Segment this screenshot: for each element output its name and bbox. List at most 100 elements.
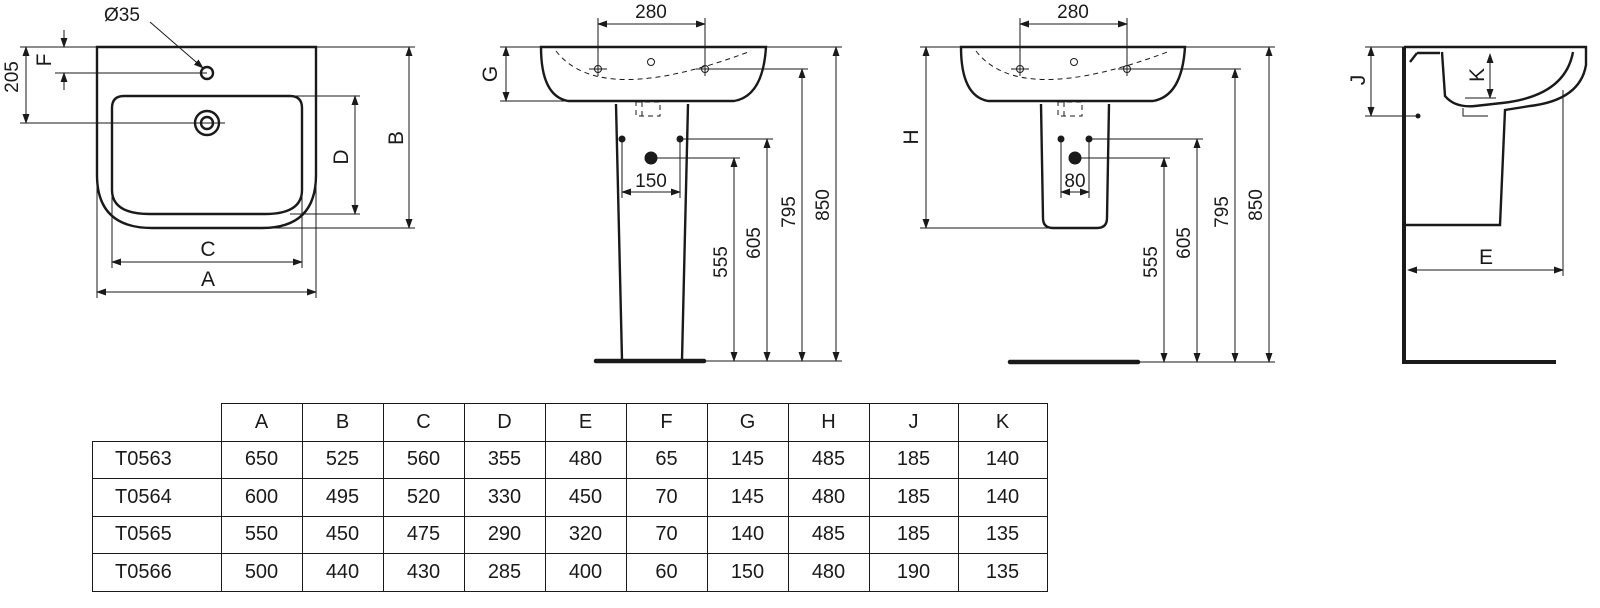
- value-cell: 485: [787, 440, 870, 479]
- table-row: T0563 650 525 560 355 480 65 145 485 185…: [92, 440, 1048, 479]
- dim-a-label: A: [201, 268, 215, 291]
- pedestal-850-label: 850: [813, 189, 834, 221]
- value-cell: 485: [787, 515, 870, 554]
- waste-trap: [635, 101, 661, 117]
- value-cell: 150: [706, 553, 789, 592]
- dim-f-label: F: [33, 54, 56, 67]
- side-drain: [1462, 108, 1488, 117]
- value-cell: 430: [382, 553, 465, 592]
- basin-outline: [95, 45, 318, 230]
- side-basin: [1404, 45, 1588, 227]
- value-cell: 495: [301, 478, 384, 517]
- semi-795-label: 795: [1212, 196, 1233, 228]
- value-cell: 550: [220, 515, 303, 554]
- pedestal-795-label: 795: [779, 196, 800, 228]
- semi-280-label: 280: [1057, 2, 1089, 23]
- side-view: J K E: [1347, 45, 1588, 364]
- side-overflow: [1409, 51, 1440, 63]
- model-cell: T0563: [92, 440, 222, 479]
- table-row: T0565 550 450 475 290 320 70 140 485 185…: [92, 515, 1048, 554]
- value-cell: 560: [382, 440, 465, 479]
- side-bowl: [1440, 51, 1575, 108]
- table-row: T0564 600 495 520 330 450 70 145 480 185…: [92, 478, 1048, 517]
- value-cell: 480: [787, 478, 870, 517]
- value-cell: 520: [382, 478, 465, 517]
- value-cell: 450: [544, 478, 627, 517]
- pedestal-150-label: 150: [635, 171, 667, 192]
- pedestal-column: [614, 103, 690, 361]
- dim-205-label: 205: [2, 61, 23, 93]
- value-cell: 400: [544, 553, 627, 592]
- column-header: K: [957, 403, 1048, 442]
- value-cell: 135: [957, 515, 1048, 554]
- value-cell: 70: [625, 478, 708, 517]
- side-j-label: J: [1347, 75, 1370, 86]
- value-cell: 285: [463, 553, 546, 592]
- value-cell: 135: [957, 553, 1048, 592]
- pedestal-555-label: 555: [711, 246, 732, 278]
- semi-80-label: 80: [1064, 171, 1085, 192]
- dimensions-table: A B C D E F G H J K T0563 650 525 560 35…: [92, 403, 1048, 592]
- semi-pedestal: [1039, 103, 1111, 230]
- value-cell: 480: [544, 440, 627, 479]
- pedestal-bowl-hidden: [555, 50, 752, 80]
- value-cell: 600: [220, 478, 303, 517]
- value-cell: 475: [382, 515, 465, 554]
- value-cell: 480: [787, 553, 870, 592]
- dim-c-label: C: [200, 238, 215, 261]
- value-cell: 145: [706, 440, 789, 479]
- front-view: Ø35 205 F C A D B: [2, 5, 415, 298]
- side-e-label: E: [1479, 246, 1493, 269]
- model-cell: T0566: [92, 553, 222, 592]
- table-header-row: A B C D E F G H J K: [92, 403, 1048, 442]
- value-cell: 355: [463, 440, 546, 479]
- value-cell: 185: [868, 478, 959, 517]
- column-header: C: [382, 403, 465, 442]
- value-cell: 330: [463, 478, 546, 517]
- value-cell: 140: [957, 440, 1048, 479]
- pedestal-view: 280 G 150 555 605 795 850: [479, 2, 842, 364]
- semi-pedestal-view: 280 H 80 555 605 795 850: [900, 2, 1275, 365]
- pedestal-g-label: G: [479, 66, 502, 82]
- semi-basin: [959, 45, 1187, 103]
- value-cell: 320: [544, 515, 627, 554]
- table-corner: [92, 403, 222, 442]
- semi-waste-trap: [1057, 101, 1083, 117]
- pedestal-280-label: 280: [635, 2, 667, 23]
- column-header: A: [220, 403, 303, 442]
- value-cell: 140: [706, 515, 789, 554]
- dim-b-label: B: [385, 131, 408, 145]
- value-cell: 650: [220, 440, 303, 479]
- value-cell: 440: [301, 553, 384, 592]
- column-header: F: [625, 403, 708, 442]
- semi-605-label: 605: [1174, 227, 1195, 259]
- semi-h-label: H: [900, 129, 923, 144]
- value-cell: 450: [301, 515, 384, 554]
- value-cell: 525: [301, 440, 384, 479]
- column-header: D: [463, 403, 546, 442]
- bowl-outline: [110, 94, 304, 216]
- side-wall: [1402, 47, 1556, 364]
- model-cell: T0565: [92, 515, 222, 554]
- value-cell: 185: [868, 440, 959, 479]
- column-header: G: [706, 403, 789, 442]
- table-row: T0566 500 440 430 285 400 60 150 480 190…: [92, 553, 1048, 592]
- value-cell: 145: [706, 478, 789, 517]
- value-cell: 190: [868, 553, 959, 592]
- pedestal-basin: [539, 45, 768, 103]
- semi-850-label: 850: [1246, 189, 1267, 221]
- value-cell: 60: [625, 553, 708, 592]
- semi-555-label: 555: [1141, 246, 1162, 278]
- model-cell: T0564: [92, 478, 222, 517]
- column-header: H: [787, 403, 870, 442]
- value-cell: 70: [625, 515, 708, 554]
- pedestal-605-label: 605: [744, 227, 765, 259]
- column-header: J: [868, 403, 959, 442]
- technical-drawing: Ø35 205 F C A D B: [2, 2, 1588, 365]
- side-k-label: K: [1466, 68, 1489, 82]
- value-cell: 140: [957, 478, 1048, 517]
- column-header: B: [301, 403, 384, 442]
- value-cell: 500: [220, 553, 303, 592]
- hole-diameter-label: Ø35: [104, 5, 140, 26]
- dim-d-label: D: [330, 149, 353, 164]
